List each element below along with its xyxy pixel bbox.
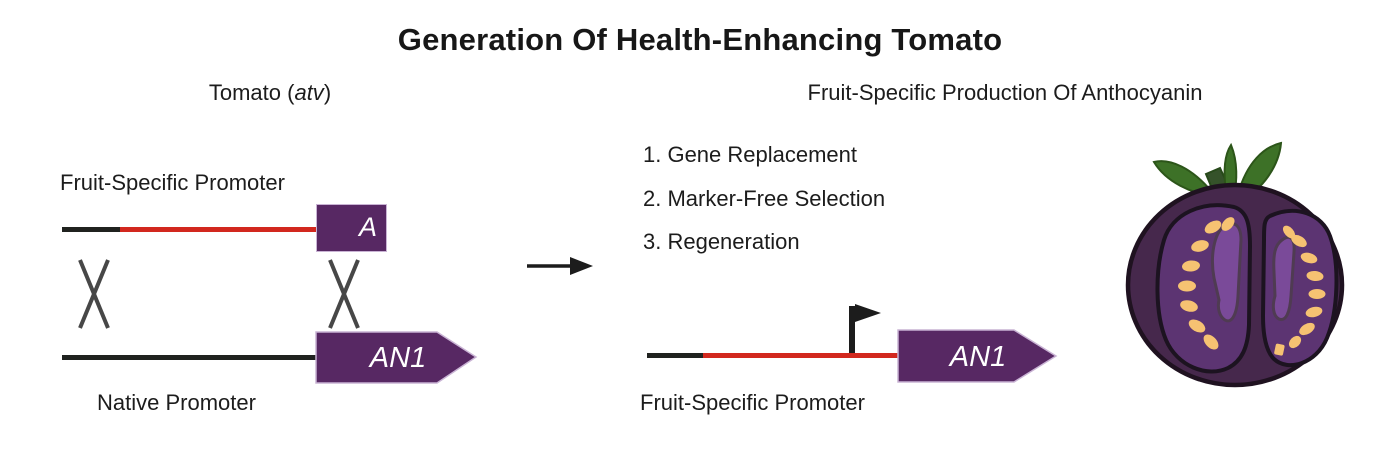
left-bottom-line-black-segment (62, 355, 318, 360)
gene-arrow-an1-left-label: AN1 (368, 342, 426, 374)
right-line-red-promoter-segment (703, 353, 899, 358)
gene-arrow-an1-right: AN1 (897, 329, 1058, 383)
crossover-x-icon (328, 259, 360, 329)
crossover-x-icon (78, 259, 110, 329)
step-marker-free-selection: 2. Marker-Free Selection (643, 186, 886, 211)
purple-tomato-illustration (1125, 141, 1345, 388)
gene-box-a: A (316, 204, 387, 252)
transcription-start-flag-icon (849, 304, 881, 353)
right-arrow-icon (527, 257, 593, 275)
step-gene-replacement: 1. Gene Replacement (643, 142, 858, 167)
right-fruit-specific-promoter-label: Fruit-Specific Promoter (640, 390, 865, 415)
right-section-heading: Fruit-Specific Production Of Anthocyanin (807, 80, 1203, 105)
left-top-line-black-segment (62, 227, 120, 232)
left-section-heading: Tomato (atv) (130, 80, 410, 106)
right-line-black-segment (647, 353, 703, 358)
left-heading-gene-name: atv (294, 80, 324, 105)
page-title: Generation Of Health-Enhancing Tomato (397, 22, 1003, 57)
left-heading-prefix: Tomato ( (208, 80, 295, 105)
left-top-line-red-promoter-segment (120, 227, 316, 232)
left-fruit-specific-promoter-label: Fruit-Specific Promoter (60, 170, 285, 195)
gene-arrow-an1-left: AN1 (315, 331, 478, 384)
gene-arrow-an1-right-label: AN1 (948, 341, 1006, 373)
native-promoter-label: Native Promoter (97, 390, 256, 415)
tomato-seeds (1178, 217, 1326, 356)
step-regeneration: 3. Regeneration (643, 229, 800, 254)
left-heading-suffix: ) (323, 80, 332, 105)
